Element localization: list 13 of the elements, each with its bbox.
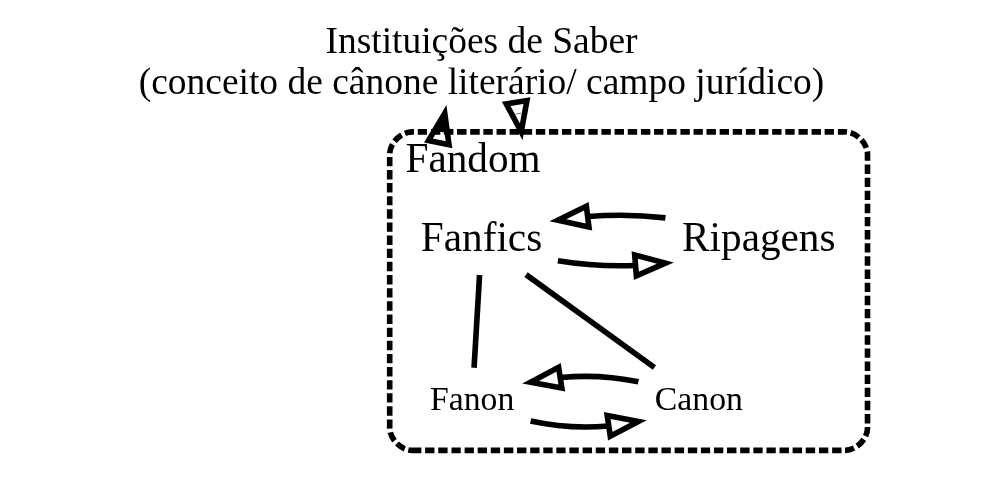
node-text: Canon <box>654 379 743 417</box>
node-text: Fanon <box>430 379 515 417</box>
node-text: Ripagens <box>682 213 836 260</box>
arrow <box>557 251 674 281</box>
node-text: Fanfics <box>420 213 543 260</box>
arrow <box>522 362 639 392</box>
arrow <box>501 97 531 141</box>
connector <box>471 274 483 368</box>
arrow <box>424 105 453 149</box>
node-text: Instituições de Saber (conceito de cânone literário/ campo jurídico) <box>138 20 825 103</box>
arrow <box>549 201 666 231</box>
connector <box>524 272 657 370</box>
arrow <box>530 411 647 441</box>
